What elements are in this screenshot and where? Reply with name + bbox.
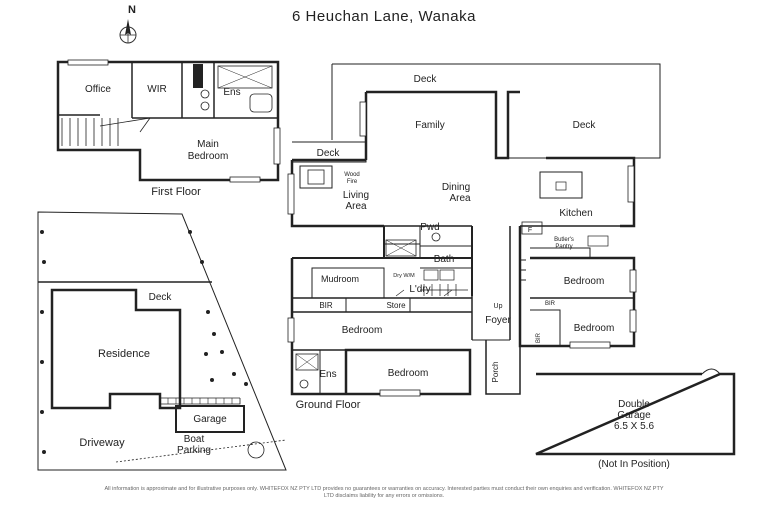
room-main-bedroom-line2: Bedroom xyxy=(188,151,229,162)
room-laundry: L'dry xyxy=(409,284,430,295)
room-deck-right: Deck xyxy=(573,120,597,131)
site-deck: Deck xyxy=(149,292,173,303)
room-living-line2: Area xyxy=(345,201,367,212)
room-bedroom-right-bottom: Bedroom xyxy=(574,323,615,334)
wood-fire-line1: Wood xyxy=(344,172,360,178)
site-boat-line1: Boat xyxy=(184,434,205,445)
room-porch: Porch xyxy=(491,362,500,383)
ground-floor-labels: Deck Family Deck Deck Wood Fire Living A… xyxy=(296,74,615,411)
room-powder: Pwd xyxy=(420,222,439,233)
fridge-label: F xyxy=(528,227,532,234)
room-wir: WIR xyxy=(147,84,166,95)
plan-title: 6 Heuchan Lane, Wanaka xyxy=(292,8,476,25)
site-driveway: Driveway xyxy=(79,437,125,449)
ground-floor-heading: Ground Floor xyxy=(296,399,361,411)
room-office: Office xyxy=(85,84,111,95)
room-bedroom-bottom: Bedroom xyxy=(388,368,429,379)
dry-wm-label: Dry W/M xyxy=(393,273,415,279)
room-dining-line1: Dining xyxy=(442,182,470,193)
garage-dimensions: 6.5 X 5.6 xyxy=(614,421,654,432)
room-store: Store xyxy=(386,301,406,310)
garage-note: (Not In Position) xyxy=(598,459,670,470)
room-bedroom-left: Bedroom xyxy=(342,325,383,336)
site-garage: Garage xyxy=(193,414,227,425)
room-dining-line2: Area xyxy=(449,193,471,204)
room-bir-vertical: BIR xyxy=(536,332,542,343)
first-floor-labels: Office WIR Ens Main Bedroom First Floor xyxy=(85,84,241,198)
room-mudroom: Mudroom xyxy=(321,274,359,284)
room-butlers-line1: Butler's xyxy=(554,237,574,243)
disclaimer-text: All information is approximate and for i… xyxy=(104,486,664,499)
room-main-bedroom-line1: Main xyxy=(197,139,219,150)
first-floor-heading: First Floor xyxy=(151,186,201,198)
room-bir-left: BIR xyxy=(319,301,333,310)
site-boat-line2: Parking xyxy=(177,445,211,456)
room-family: Family xyxy=(415,120,444,131)
double-garage-labels: Double Garage 6.5 X 5.6 (Not In Position… xyxy=(598,399,670,470)
room-butlers-line2: Pantry xyxy=(555,244,572,250)
room-deck-small: Deck xyxy=(317,148,341,159)
garage-line2: Garage xyxy=(617,410,651,421)
room-living-line1: Living xyxy=(343,190,369,201)
double-garage-plan xyxy=(535,368,736,456)
site-plan xyxy=(37,211,287,471)
room-bedroom-right-top: Bedroom xyxy=(564,276,605,287)
room-foyer: Foyer xyxy=(485,315,511,326)
site-plan-labels: Deck Residence Garage Driveway Boat Park… xyxy=(79,292,227,456)
site-residence: Residence xyxy=(98,348,150,360)
north-compass-icon: N xyxy=(110,4,154,48)
ground-floor-plan xyxy=(287,63,661,397)
compass-rose-icon xyxy=(119,19,137,44)
garage-line1: Double xyxy=(618,399,650,410)
room-deck-top: Deck xyxy=(414,74,438,85)
room-kitchen: Kitchen xyxy=(559,208,592,219)
stair-up-label: Up xyxy=(494,303,503,310)
compass-label: N xyxy=(128,4,136,16)
first-floor-plan xyxy=(56,59,281,183)
room-bir-right: BIR xyxy=(545,301,556,307)
room-ensuite-ground: Ens xyxy=(319,369,336,380)
room-ensuite-first: Ens xyxy=(223,87,240,98)
wood-fire-line2: Fire xyxy=(347,179,358,185)
room-bath: Bath xyxy=(434,254,455,265)
